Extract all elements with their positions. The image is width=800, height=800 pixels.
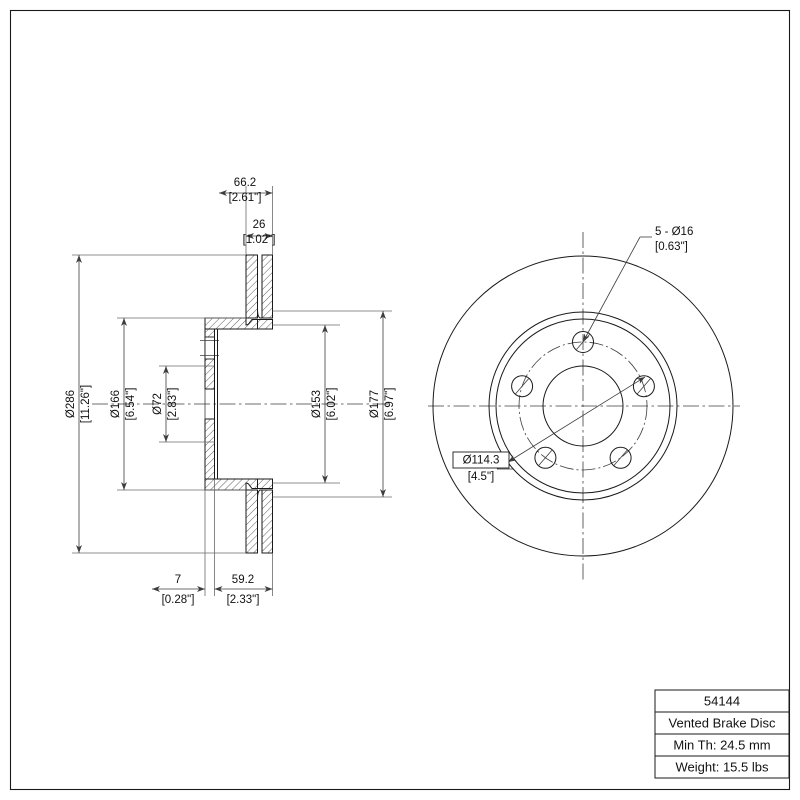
dim-center-bore-metric: Ø72 <box>152 393 164 415</box>
dim-hat-depth-imperial: [2.33"] <box>227 594 260 606</box>
bolt-hole-leader <box>582 236 652 343</box>
title-block-description: Vented Brake Disc <box>669 715 776 730</box>
title-block-min-thickness: Min Th: 24.5 mm <box>673 737 770 752</box>
hat-outer-circle <box>488 311 678 501</box>
bolt-hole <box>511 375 534 398</box>
dim-outer-diameter-imperial: [11.26"] <box>80 385 92 423</box>
bolt-hole <box>609 446 632 469</box>
note-bolt-circle-metric: Ø114.3 <box>463 455 500 467</box>
dim-hat-diameter-metric: Ø166 <box>110 390 122 418</box>
basic-dimension-box <box>452 451 510 469</box>
bolt-hole <box>534 446 557 469</box>
title-block-weight: Weight: 15.5 lbs <box>676 759 769 774</box>
lower-hat-web <box>204 478 273 491</box>
dim-hat-depth-metric: 59.2 <box>232 574 254 586</box>
section-dimensions: 66.2 [2.61"] 26 [1.02"] Ø286 [11.26"] Ø1… <box>65 177 396 606</box>
bolt-hole <box>632 375 655 398</box>
dim-overall-width-imperial: [2.61"] <box>229 192 262 204</box>
dim-mid-diameter-imperial: [6.97"] <box>384 388 396 421</box>
upper-hat-wall <box>200 328 219 390</box>
lower-hat-wall <box>204 418 215 480</box>
upper-hat-web <box>204 317 273 330</box>
title-block: 54144 Vented Brake Disc Min Th: 24.5 mm … <box>654 689 790 779</box>
dim-inner-ring-diameter-imperial: [6.02"] <box>326 388 338 421</box>
dim-disc-thickness-metric: 26 <box>253 219 266 231</box>
dim-disc-thickness-imperial: [1.02"] <box>243 234 276 246</box>
note-bolt-circle-imperial: [4.5"] <box>468 471 494 483</box>
note-bolt-holes-line2: [0.63"] <box>655 241 688 253</box>
dim-flange-thickness-metric: 7 <box>175 574 181 586</box>
title-block-part-number: 54144 <box>704 693 740 708</box>
front-view-group: 5 - Ø16 [0.63"] Ø114.3 [4.5"] <box>428 226 740 580</box>
dim-outer-diameter-metric: Ø286 <box>65 390 77 418</box>
dim-flange-thickness-imperial: [0.28"] <box>162 594 195 606</box>
note-bolt-holes-line1: 5 - Ø16 <box>655 226 693 238</box>
dim-overall-width-metric: 66.2 <box>234 177 256 189</box>
lower-friction-ring <box>245 489 273 554</box>
upper-friction-ring <box>245 254 273 319</box>
bore-wall-lines <box>204 329 218 479</box>
hat-inner-circle <box>495 318 671 494</box>
dim-hat-diameter-imperial: [6.54"] <box>125 388 137 421</box>
dim-inner-ring-diameter-metric: Ø153 <box>311 390 323 418</box>
dim-center-bore-imperial: [2.83"] <box>167 388 179 421</box>
dim-mid-diameter-metric: Ø177 <box>369 390 381 418</box>
section-view-group <box>92 254 392 554</box>
sheet-border <box>9 9 791 791</box>
rotor-outer-circle <box>432 255 734 557</box>
